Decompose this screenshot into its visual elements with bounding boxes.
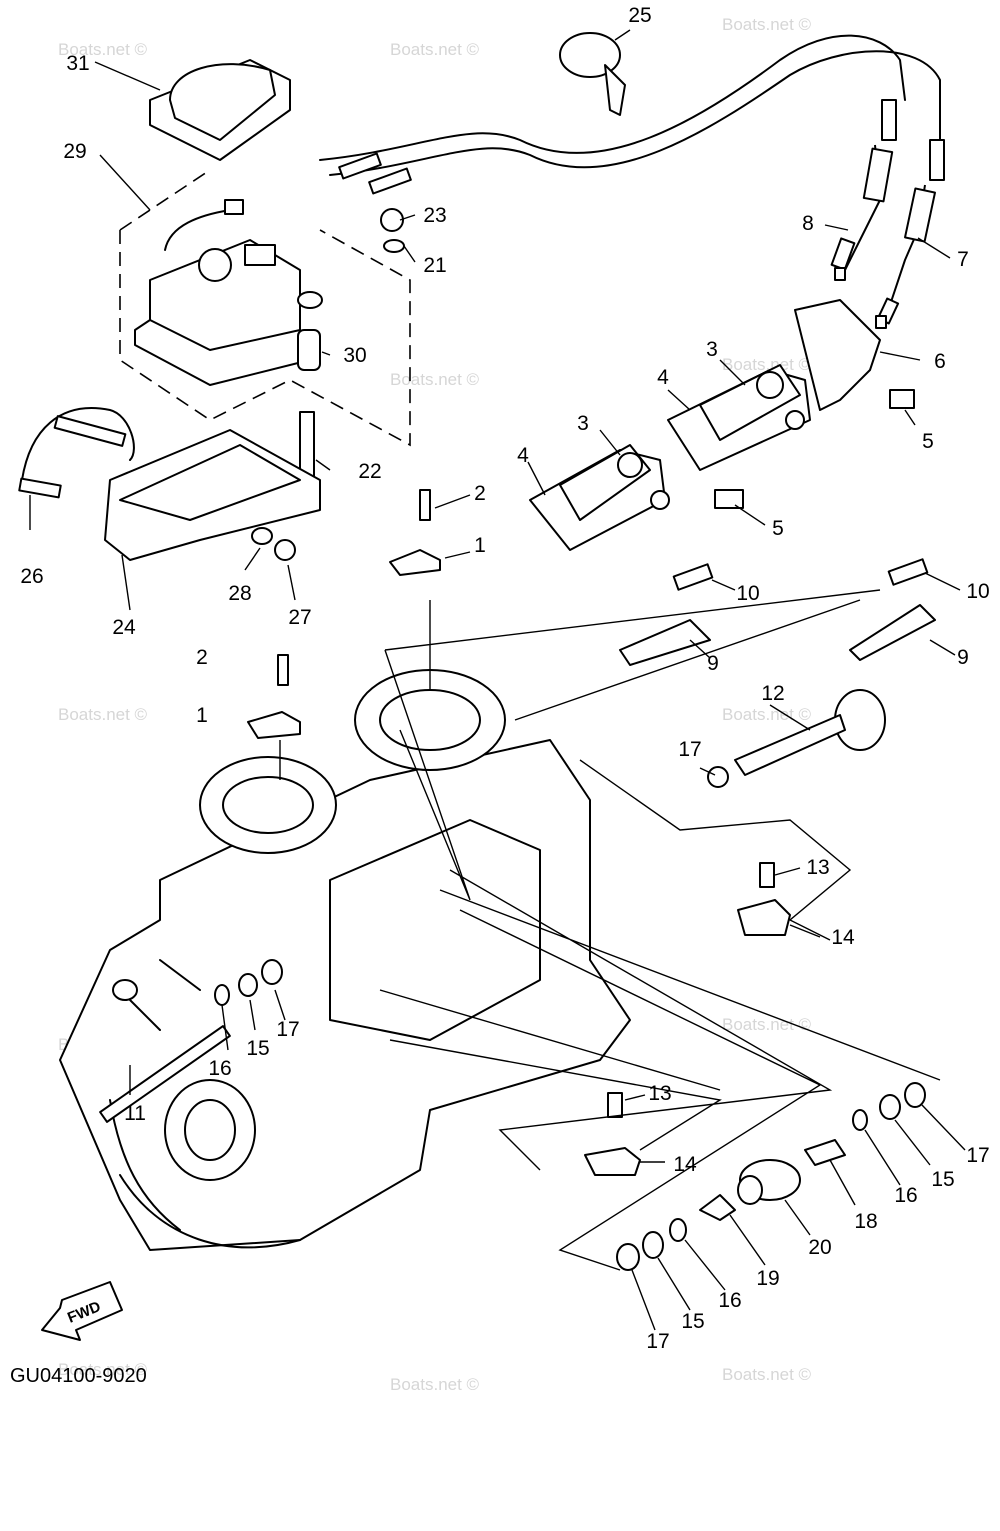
callout-1: 1 bbox=[474, 534, 486, 557]
callout-6: 6 bbox=[934, 350, 946, 373]
callout-9: 9 bbox=[707, 652, 719, 675]
callout-23: 23 bbox=[423, 204, 446, 227]
watermark: Boats.net © bbox=[722, 1365, 812, 1384]
callout-7: 7 bbox=[957, 248, 969, 271]
watermark: Boats.net © bbox=[722, 1015, 812, 1034]
callout-1: 1 bbox=[196, 704, 208, 727]
electrical-box-outline bbox=[119, 169, 411, 447]
engine-block bbox=[59, 669, 631, 1251]
callout-17: 17 bbox=[678, 738, 701, 761]
fwd-arrow-icon: FWD bbox=[41, 1281, 123, 1341]
cable-end-fitting bbox=[881, 99, 897, 141]
callout-10: 10 bbox=[736, 582, 759, 605]
callout-26: 26 bbox=[20, 565, 43, 588]
callout-20: 20 bbox=[808, 1236, 831, 1259]
mount-hardware bbox=[297, 152, 412, 483]
diagram-code: GU04100-9020 bbox=[10, 1365, 147, 1387]
callout-16: 16 bbox=[208, 1057, 231, 1080]
watermark: Boats.net © bbox=[58, 705, 148, 724]
watermark: Boats.net © bbox=[58, 40, 148, 59]
callout-27: 27 bbox=[288, 606, 311, 629]
callout-8: 8 bbox=[802, 212, 814, 235]
leader-lines bbox=[279, 589, 941, 1271]
callout-11: 11 bbox=[124, 1102, 146, 1125]
callout-25: 25 bbox=[628, 4, 651, 27]
callout-21: 21 bbox=[423, 254, 446, 277]
callout-3: 3 bbox=[577, 412, 589, 435]
callout-4: 4 bbox=[517, 444, 529, 467]
watermark: Boats.net © bbox=[390, 40, 480, 59]
callout-10: 10 bbox=[966, 580, 989, 603]
watermark: Boats.net © bbox=[58, 1360, 148, 1379]
callout-5: 5 bbox=[922, 430, 934, 453]
plates bbox=[529, 299, 915, 551]
hardware-row bbox=[99, 959, 926, 1271]
callout-4: 4 bbox=[657, 366, 669, 389]
callout-15: 15 bbox=[246, 1037, 269, 1060]
callout-17: 17 bbox=[966, 1144, 989, 1167]
callout-15: 15 bbox=[931, 1168, 954, 1191]
watermark: Boats.net © bbox=[722, 705, 812, 724]
callout-16: 16 bbox=[894, 1184, 917, 1207]
damper bbox=[297, 329, 321, 371]
callout-30: 30 bbox=[343, 344, 366, 367]
small-parts bbox=[247, 489, 936, 1176]
callout-13: 13 bbox=[648, 1082, 671, 1105]
watermark: Boats.net © bbox=[390, 370, 480, 389]
callout-2: 2 bbox=[474, 482, 486, 505]
watermark: Boats.net © bbox=[722, 15, 812, 34]
watermark: Boats.net © bbox=[722, 355, 812, 374]
callout-2: 2 bbox=[196, 646, 208, 669]
watermark: Boats.net © bbox=[390, 1375, 480, 1394]
callout-leaders bbox=[29, 29, 966, 1331]
callout-24: 24 bbox=[112, 616, 136, 639]
callout-13: 13 bbox=[806, 856, 829, 879]
pin bbox=[99, 1025, 231, 1123]
cable-assembly bbox=[319, 34, 945, 329]
callout-14: 14 bbox=[673, 1153, 697, 1176]
cable-clamp bbox=[559, 32, 626, 116]
cable-end-fitting bbox=[929, 139, 945, 181]
callout-22: 22 bbox=[358, 460, 381, 483]
electrical-box bbox=[134, 199, 323, 386]
callout-12: 12 bbox=[761, 682, 784, 705]
callout-19: 19 bbox=[756, 1267, 779, 1290]
callout-5: 5 bbox=[772, 517, 784, 540]
callout-14: 14 bbox=[831, 926, 855, 949]
callout-28: 28 bbox=[228, 582, 251, 605]
callout-17: 17 bbox=[646, 1330, 669, 1353]
callout-9: 9 bbox=[957, 646, 969, 669]
callout-18: 18 bbox=[854, 1210, 877, 1233]
bracket bbox=[18, 407, 321, 561]
callout-3: 3 bbox=[706, 338, 718, 361]
callout-29: 29 bbox=[63, 140, 86, 163]
callout-16: 16 bbox=[718, 1289, 741, 1312]
callout-31: 31 bbox=[66, 52, 89, 75]
callout-17: 17 bbox=[276, 1018, 299, 1041]
callout-15: 15 bbox=[681, 1310, 704, 1333]
electrical-box-cover bbox=[149, 59, 291, 161]
